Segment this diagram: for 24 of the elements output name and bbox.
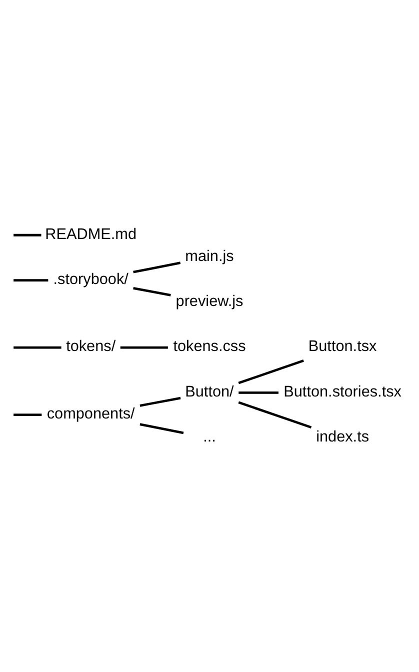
connector — [238, 400, 312, 428]
node-text: main.js — [185, 247, 234, 264]
connector — [238, 391, 278, 394]
node-text: tokens.css — [173, 338, 246, 355]
node-text: .storybook/ — [53, 270, 128, 288]
node-text: index.ts — [316, 428, 370, 446]
node-text: Button/ — [185, 382, 234, 400]
node-text: components/ — [46, 404, 135, 422]
node-text: ... — [203, 428, 216, 446]
node-text: Button.stories.tsx — [284, 382, 402, 400]
node-text: Button.tsx — [308, 338, 377, 355]
connector — [140, 422, 184, 434]
connector — [14, 233, 42, 236]
connector — [14, 413, 42, 416]
connector — [120, 346, 168, 348]
connector — [133, 286, 171, 296]
node-text: README.md — [45, 225, 137, 242]
node-text: preview.js — [176, 292, 244, 310]
connector — [14, 346, 62, 348]
connector — [140, 396, 181, 406]
connector — [238, 359, 304, 384]
connector — [133, 261, 181, 273]
node-text: tokens/ — [66, 338, 116, 355]
connector — [14, 278, 48, 281]
